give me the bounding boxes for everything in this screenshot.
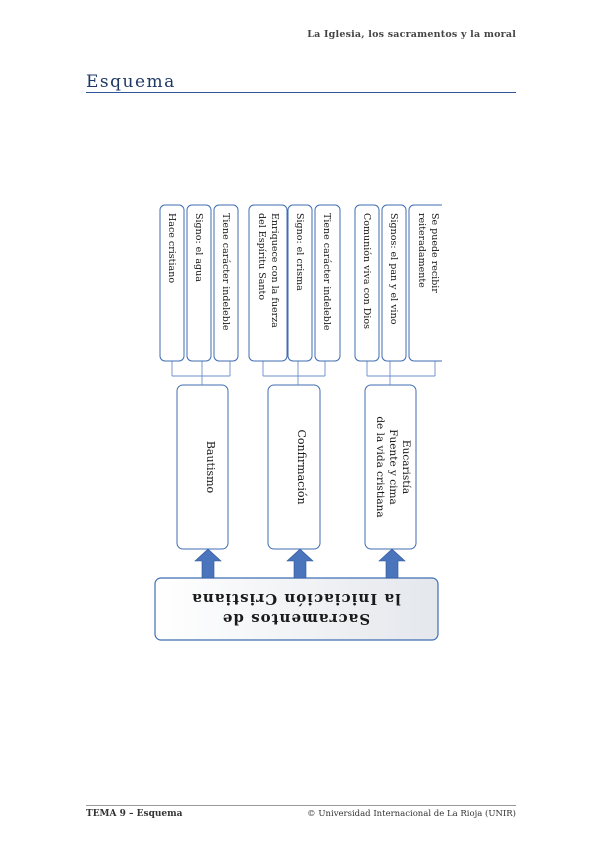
title-rule <box>86 92 516 93</box>
root-line-2: la Iniciación Cristiana <box>191 590 401 608</box>
detail-b1: Hace cristiano <box>166 213 177 283</box>
label-confirmacion: Confirmación <box>295 429 308 504</box>
label-eucaristia-1: Eucaristía <box>400 440 412 494</box>
box-bautismo <box>176 384 229 550</box>
detail-box-c2 <box>287 204 313 362</box>
detail-c3: Tiene carácter indeleble <box>321 213 332 331</box>
detail-c1-line2: del Espíritu Santo <box>256 213 267 300</box>
detail-e3-line1: Se puede recibir <box>429 213 440 293</box>
detail-box-e1 <box>354 204 380 362</box>
detail-box-c3 <box>314 204 341 362</box>
detail-box-e3 <box>408 204 442 362</box>
detail-box-e2 <box>381 204 407 362</box>
detail-b2: Signo: el agua <box>193 213 204 282</box>
detail-c2: Signo: el crisma <box>294 213 305 291</box>
detail-box-b3 <box>213 204 239 362</box>
footer-rule <box>86 805 516 806</box>
iniciacion-diagram: Sacramentos de la Iniciación Cristiana B… <box>154 204 442 641</box>
section-title: Esquema <box>86 72 176 92</box>
label-bautismo: Bautismo <box>204 441 217 494</box>
header-title: La Iglesia, los sacramentos y la moral <box>307 29 516 40</box>
arrow-bautismo <box>194 548 222 579</box>
arrow-eucaristia <box>378 548 406 579</box>
detail-c1-line1: Enriquece con la fuerza <box>269 213 280 328</box>
footer-left: TEMA 9 – Esquema <box>86 809 183 819</box>
detail-box-b1 <box>159 204 185 362</box>
box-confirmacion <box>267 384 321 550</box>
footer-right: © Universidad Internacional de La Rioja … <box>307 809 516 819</box>
label-eucaristia-3: de la vida cristiana <box>374 416 386 517</box>
detail-e2: Signos: el pan y el vino <box>388 213 399 325</box>
root-box <box>154 577 439 641</box>
detail-e1: Comunión viva con Dios <box>361 213 372 329</box>
detail-box-c1 <box>248 204 288 362</box>
label-eucaristia-2: Fuente y cima <box>387 429 399 505</box>
box-eucaristia <box>364 384 417 550</box>
connectors <box>171 361 436 385</box>
detail-box-b2 <box>186 204 212 362</box>
arrow-confirmacion <box>286 548 314 579</box>
detail-b3: Tiene carácter indeleble <box>220 213 231 331</box>
root-line-1: Sacramentos de <box>222 610 370 628</box>
detail-e3-line2: reiteradamente <box>416 213 427 288</box>
